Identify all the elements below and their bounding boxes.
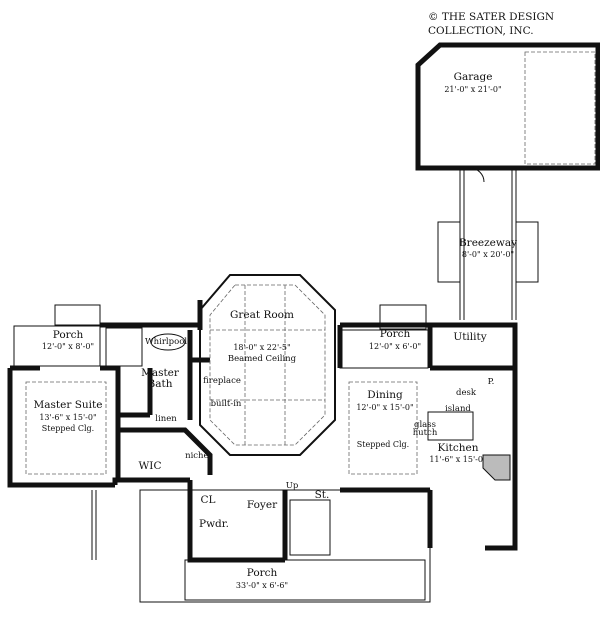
breezeway-label: Breezeway [459,237,517,249]
whirlpool-label: Whirlpool [145,337,187,347]
garage-label: Garage [454,71,493,83]
stairs [289,499,331,556]
kitchen-label: Kitchen [437,442,478,454]
breezeway-dims: 8'-0" x 20'-0" [462,250,514,259]
linen-label: linen [155,414,177,424]
great-room-note: Beamed Ceiling [228,354,297,364]
pantry-label: P. [488,377,495,387]
front-porch-dims: 33'-0" x 6'-6" [236,581,288,590]
master-suite-note: Stepped Clg. [42,424,94,433]
porch-mid-label: Porch [380,328,411,340]
porch-mid [339,329,429,369]
desk-label: desk [456,388,477,398]
dining-note: Stepped Clg. [357,440,409,449]
copyright-line-1: © THE SATER DESIGN [428,11,554,23]
whirlpool-tub [150,333,186,351]
kitchen-dims: 11'-6" x 15'-0" [429,455,486,464]
porch-left [13,304,101,367]
master-suite-ceiling [25,381,107,475]
master-suite-dims: 13'-6" x 15'-0" [39,413,96,422]
stairs-label: St. [315,489,330,501]
hutch-label-2: hutch [413,428,438,438]
utility-label: Utility [453,331,486,343]
master-bath-label-1: Master [141,367,180,379]
great-room-dims: 18'-0" x 22'-5" [233,343,290,352]
shower [105,327,143,367]
master-bath-label-2: Bath [148,378,173,390]
dining-dims: 12'-0" x 15'-0" [356,403,413,412]
front-porch-label: Porch [247,567,278,579]
garage-dims: 21'-0" x 21'-0" [444,85,501,94]
porch-mid-dims: 12'-0" x 6'-0" [369,342,421,351]
porch-left-label: Porch [53,329,84,341]
porch-left-dims: 12'-0" x 8'-0" [42,342,94,351]
hutch-label-1: glass [414,420,436,430]
fireplace-label: fireplace [203,376,241,386]
copyright-line-2: COLLECTION, INC. [428,25,534,37]
niche-label: niche' [185,451,211,461]
breezeway [437,170,539,320]
island-label: island [445,404,471,414]
great-room-label: Great Room [230,309,294,321]
wic-label: WIC [139,460,162,472]
front-porch [91,489,431,603]
great-room [199,274,336,456]
garage [415,42,600,183]
builtin-label: built-in [211,399,242,409]
corner-counter [482,454,511,481]
master-suite-label: Master Suite [34,399,103,411]
dining-ceiling [348,381,418,475]
dining-label: Dining [367,389,403,401]
foyer-label: Foyer [247,499,278,511]
porch-mid-steps [379,304,427,330]
closet-label: CL [200,494,215,506]
up-label: Up [286,481,299,491]
powder-label: Pwdr. [199,518,229,530]
kitchen-island [427,411,474,441]
